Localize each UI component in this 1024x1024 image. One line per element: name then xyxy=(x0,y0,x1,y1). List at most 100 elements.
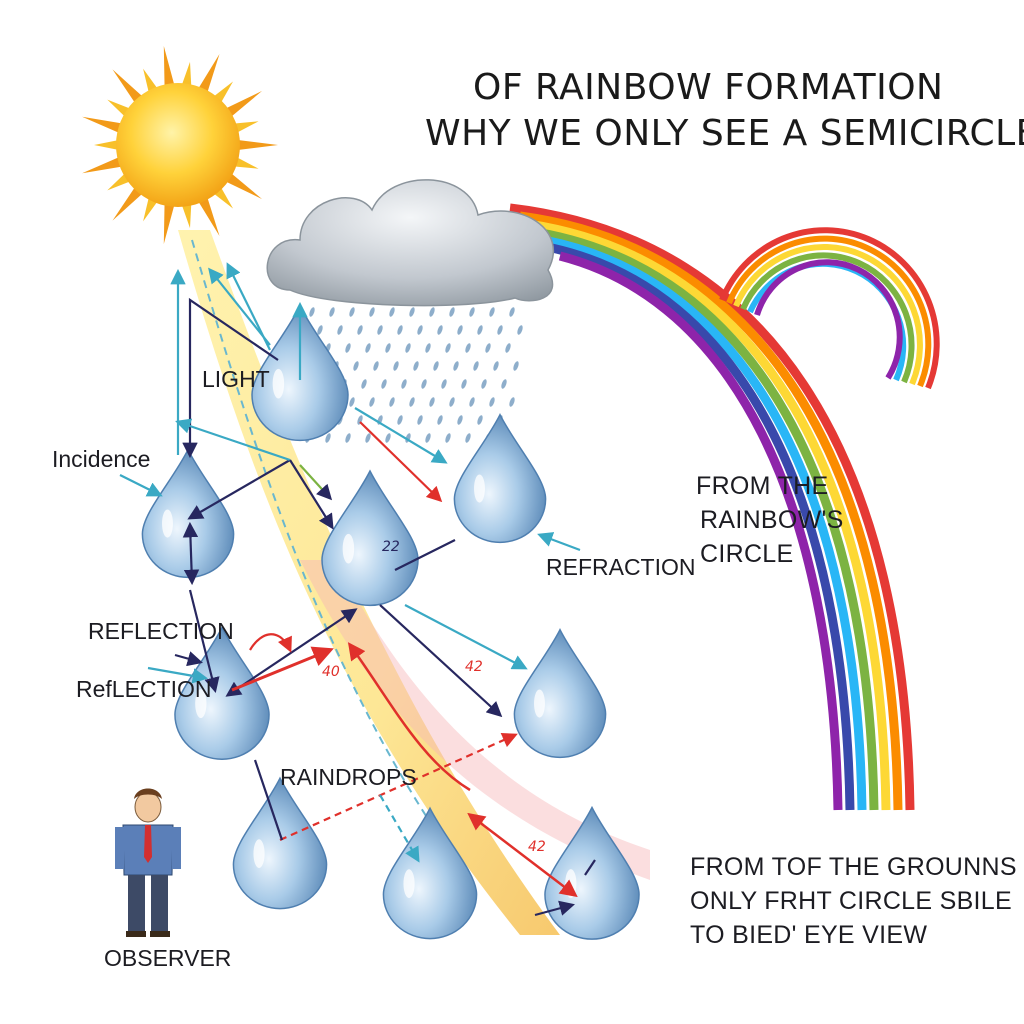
rain-streak xyxy=(501,379,507,389)
label-refraction: REFRACTION xyxy=(546,554,696,580)
title-line-1: OF RAINBOW FORMATION xyxy=(473,67,944,108)
label-incidence: Incidence xyxy=(52,446,151,472)
rain-streak xyxy=(441,379,447,389)
cloud-icon xyxy=(266,179,555,307)
rain-streak xyxy=(353,361,359,371)
drop-mark-c: 40 xyxy=(322,664,340,680)
sun-ray xyxy=(163,46,175,89)
rain-streak xyxy=(369,397,375,407)
rain-streak xyxy=(485,343,491,353)
sun-ray xyxy=(163,201,175,244)
rain-streak xyxy=(473,361,479,371)
sun-ray xyxy=(232,121,259,134)
raindrop-highlight xyxy=(272,368,285,399)
sun-ray xyxy=(232,156,259,169)
note-circle-3: CIRCLE xyxy=(700,540,794,568)
rain-streak xyxy=(437,415,443,425)
rain-streak xyxy=(421,379,427,389)
sun-ray xyxy=(235,139,278,151)
rain-streak xyxy=(517,325,523,335)
rain-streak xyxy=(457,325,463,335)
sun-ray xyxy=(197,54,220,95)
rain-streak xyxy=(309,307,315,317)
rain-streak xyxy=(449,307,455,317)
rain-streak xyxy=(497,325,503,335)
rain-streak xyxy=(445,433,451,443)
rain-streak xyxy=(465,433,471,443)
raindrop-highlight xyxy=(253,839,265,868)
drop-mark-a: 22 xyxy=(382,539,400,555)
rain-streak xyxy=(405,343,411,353)
main-rainbow xyxy=(509,203,915,811)
rain-streak xyxy=(349,307,355,317)
rain-streak xyxy=(513,361,519,371)
rain-streak xyxy=(477,415,483,425)
light-rays xyxy=(119,262,596,915)
rain-streak xyxy=(337,325,343,335)
label-reflection-1: REFLECTION xyxy=(88,618,234,644)
rain-streak xyxy=(409,307,415,317)
note-circle-1: FROM THE xyxy=(696,472,829,500)
raindrop-highlight xyxy=(195,689,207,719)
rain-streak xyxy=(457,415,463,425)
rain-streak xyxy=(429,307,435,317)
sun-ray xyxy=(223,90,263,119)
sun-ray xyxy=(94,139,121,151)
title-line-2: WHY WE ONLY SEE A SEMICIRCLE xyxy=(425,113,1024,154)
rain-streak xyxy=(453,361,459,371)
sun-ray xyxy=(181,201,192,229)
rain-streak xyxy=(329,307,335,317)
rain-streak xyxy=(493,361,499,371)
rain-streak xyxy=(357,415,363,425)
rain-streak xyxy=(393,361,399,371)
rain-streak xyxy=(477,325,483,335)
rain-streak xyxy=(509,307,515,317)
rain-streak xyxy=(489,307,495,317)
label-observer: OBSERVER xyxy=(104,945,232,971)
rain-streak xyxy=(437,325,443,335)
raindrop-highlight xyxy=(534,689,545,718)
raindrop-icon xyxy=(141,448,235,579)
rain-streak xyxy=(489,397,495,407)
sun-ray xyxy=(82,156,124,174)
rain-streak xyxy=(325,433,331,443)
rain-streak xyxy=(389,307,395,317)
small-rainbow xyxy=(719,227,940,390)
sun-ray xyxy=(112,69,145,105)
note-circle-2: RAINBOW'S xyxy=(700,506,844,534)
rain-streak xyxy=(365,343,371,353)
rain-streak xyxy=(417,325,423,335)
sun-ray xyxy=(82,116,124,134)
rain-streak xyxy=(509,397,515,407)
rain-streak xyxy=(401,379,407,389)
rain-streak xyxy=(469,307,475,317)
rain-streak xyxy=(385,343,391,353)
sun-ray xyxy=(181,61,192,89)
rain-streak xyxy=(465,343,471,353)
sun-icon xyxy=(82,46,278,244)
rain-streak xyxy=(317,325,323,335)
drop-mark-e: 42 xyxy=(528,839,546,855)
raindrop-icon xyxy=(513,628,607,759)
rain-streak xyxy=(373,361,379,371)
rain-streak xyxy=(397,415,403,425)
raindrop-highlight xyxy=(342,533,355,564)
note-ground-2: ONLY FRHT CIRCLE SBILE xyxy=(690,887,1012,915)
rain-streak xyxy=(369,307,375,317)
rain-streak xyxy=(429,397,435,407)
sun-ray xyxy=(223,171,263,200)
raindrop-highlight xyxy=(162,509,173,538)
rain-streak xyxy=(469,397,475,407)
raindrop-icon xyxy=(321,469,419,607)
rain-streak xyxy=(433,361,439,371)
sun-ray xyxy=(112,185,145,221)
rain-streak xyxy=(397,325,403,335)
label-reflection-2: RefLECTION xyxy=(76,676,212,702)
rain-streak xyxy=(357,325,363,335)
rain-streak xyxy=(389,397,395,407)
rain-streak xyxy=(381,379,387,389)
raindrop-icon xyxy=(453,413,547,544)
person-icon xyxy=(115,788,181,937)
drop-mark-d: 42 xyxy=(465,659,483,675)
